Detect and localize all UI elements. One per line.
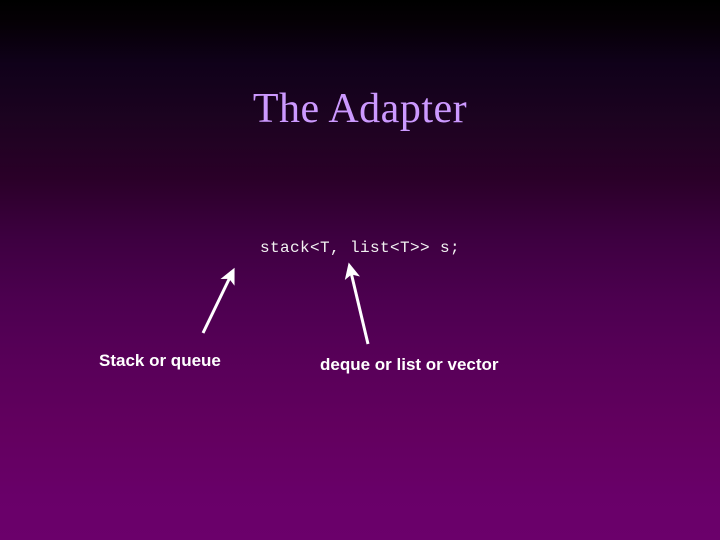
page-title: The Adapter (252, 86, 468, 133)
arrow-left-to-stack-param (201, 267, 235, 334)
callout-label-left: Stack or queue (99, 351, 221, 370)
callout-label-right: deque or list or vector (320, 355, 499, 374)
code-snippet: stack<T, list<T>> s; (259, 239, 461, 257)
arrow-right-to-container-param (344, 262, 370, 345)
